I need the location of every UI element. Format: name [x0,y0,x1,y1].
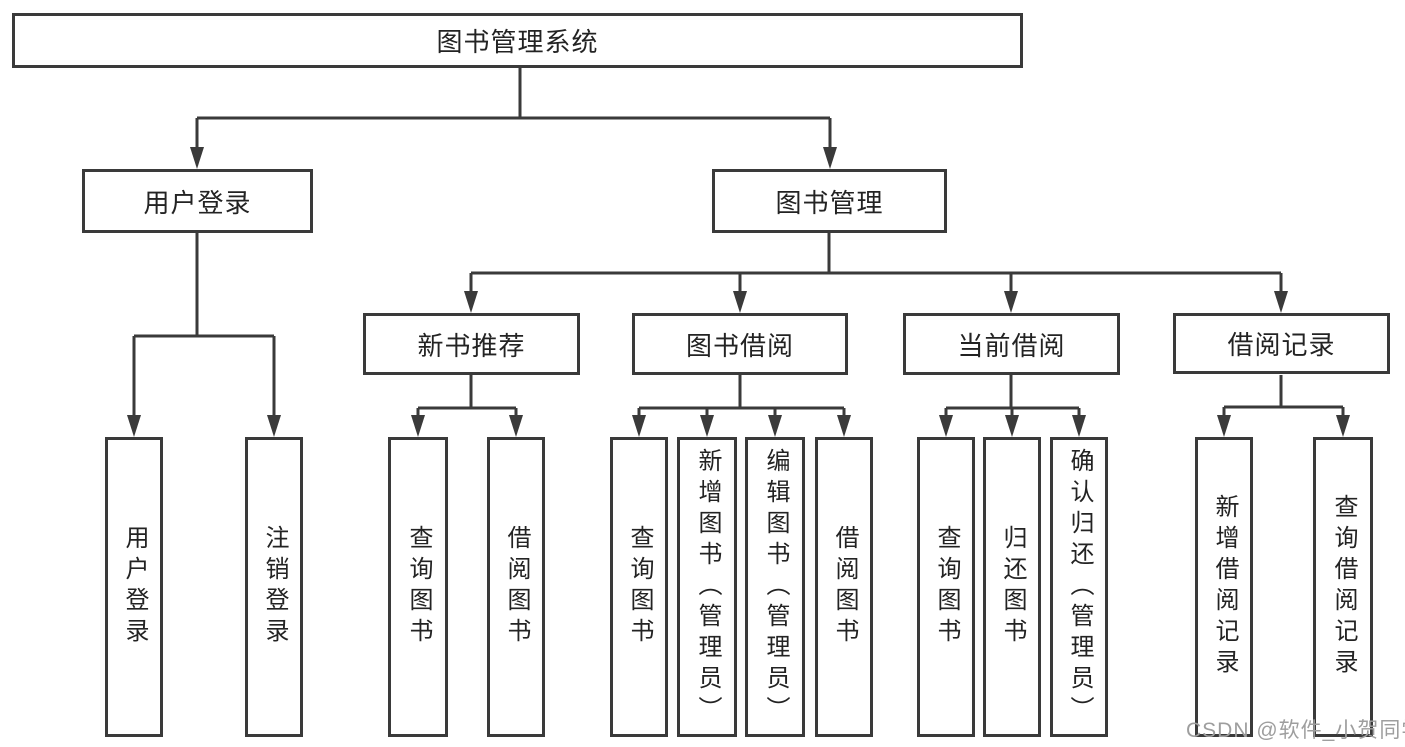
leaf-label: 借阅图书 [831,525,858,649]
node-label: 借阅记录 [1227,330,1336,360]
leaf-label: 借阅图书 [503,525,530,649]
connector-book-management [469,233,1283,294]
leaf-label: 归还图书 [999,525,1026,649]
node-current-borrowing: 当前借阅 [903,313,1120,375]
node-label: 图书管理系统 [436,27,599,57]
leaf-edit-books-admin: 编辑图书（管理员） [745,437,805,737]
leaf-query-books-2: 查询图书 [610,437,668,737]
node-label: 当前借阅 [957,330,1066,361]
leaf-label: 查询图书 [933,525,960,649]
leaf-add-borrow-record: 新增借阅记录 [1195,437,1253,737]
leaf-label: 注销登录 [261,525,288,649]
node-library-system: 图书管理系统 [12,13,1023,68]
connector-new-book-recommend [416,375,518,418]
arrowhead [1072,415,1086,437]
leaf-label: 查询图书 [626,525,653,649]
arrowhead [411,415,425,437]
leaf-add-books-admin: 新增图书（管理员） [677,437,737,737]
arrowhead [1274,291,1288,313]
connector-user-login [132,233,276,418]
connector-root-to-level2 [195,68,832,150]
node-book-borrowing: 图书借阅 [632,313,848,375]
leaf-label: 查询图书 [405,525,432,649]
leaf-logout: 注销登录 [245,437,303,737]
csdn-watermark: CSDN @软件_小贺同学 [1186,719,1405,742]
connector-book-borrowing [637,375,846,418]
leaf-label: 新增图书（管理员） [694,447,721,727]
arrowhead [190,147,204,169]
node-book-management: 图书管理 [712,169,947,233]
leaf-label: 编辑图书（管理员） [762,447,789,727]
leaf-query-books-3: 查询图书 [917,437,975,737]
arrowhead [632,415,646,437]
arrowhead [837,415,851,437]
arrowhead [127,415,141,437]
leaf-confirm-return-admin: 确认归还（管理员） [1050,437,1108,737]
arrowhead [1217,415,1231,437]
node-borrowing-records: 借阅记录 [1173,313,1390,374]
arrowhead [768,415,782,437]
leaf-query-borrow-record: 查询借阅记录 [1313,437,1373,737]
arrowhead [1336,415,1350,437]
node-label: 图书管理 [775,187,884,218]
arrowhead [733,291,747,313]
node-label: 新书推荐 [417,330,526,361]
arrowhead [267,415,281,437]
leaf-label: 用户登录 [121,525,148,649]
connector-borrowing-records [1222,375,1345,418]
node-label: 图书借阅 [685,330,794,361]
leaf-return-books: 归还图书 [983,437,1041,737]
connector-current-borrowing [944,375,1081,418]
arrowhead [823,147,837,169]
node-label: 用户登录 [143,187,252,218]
leaf-user-login: 用户登录 [105,437,163,737]
leaf-label: 新增借阅记录 [1211,494,1238,680]
node-user-login: 用户登录 [82,169,313,233]
arrowhead [700,415,714,437]
arrowhead [1005,415,1019,437]
leaf-query-books-1: 查询图书 [388,437,448,737]
arrowhead [939,415,953,437]
leaf-label: 确认归还（管理员） [1066,447,1093,727]
leaf-label: 查询借阅记录 [1330,494,1357,680]
arrowhead [464,291,478,313]
leaf-borrow-books-1: 借阅图书 [487,437,545,737]
arrowhead [1004,291,1018,313]
node-new-book-recommend: 新书推荐 [363,313,580,375]
arrowhead [509,415,523,437]
leaf-borrow-books-2: 借阅图书 [815,437,873,737]
